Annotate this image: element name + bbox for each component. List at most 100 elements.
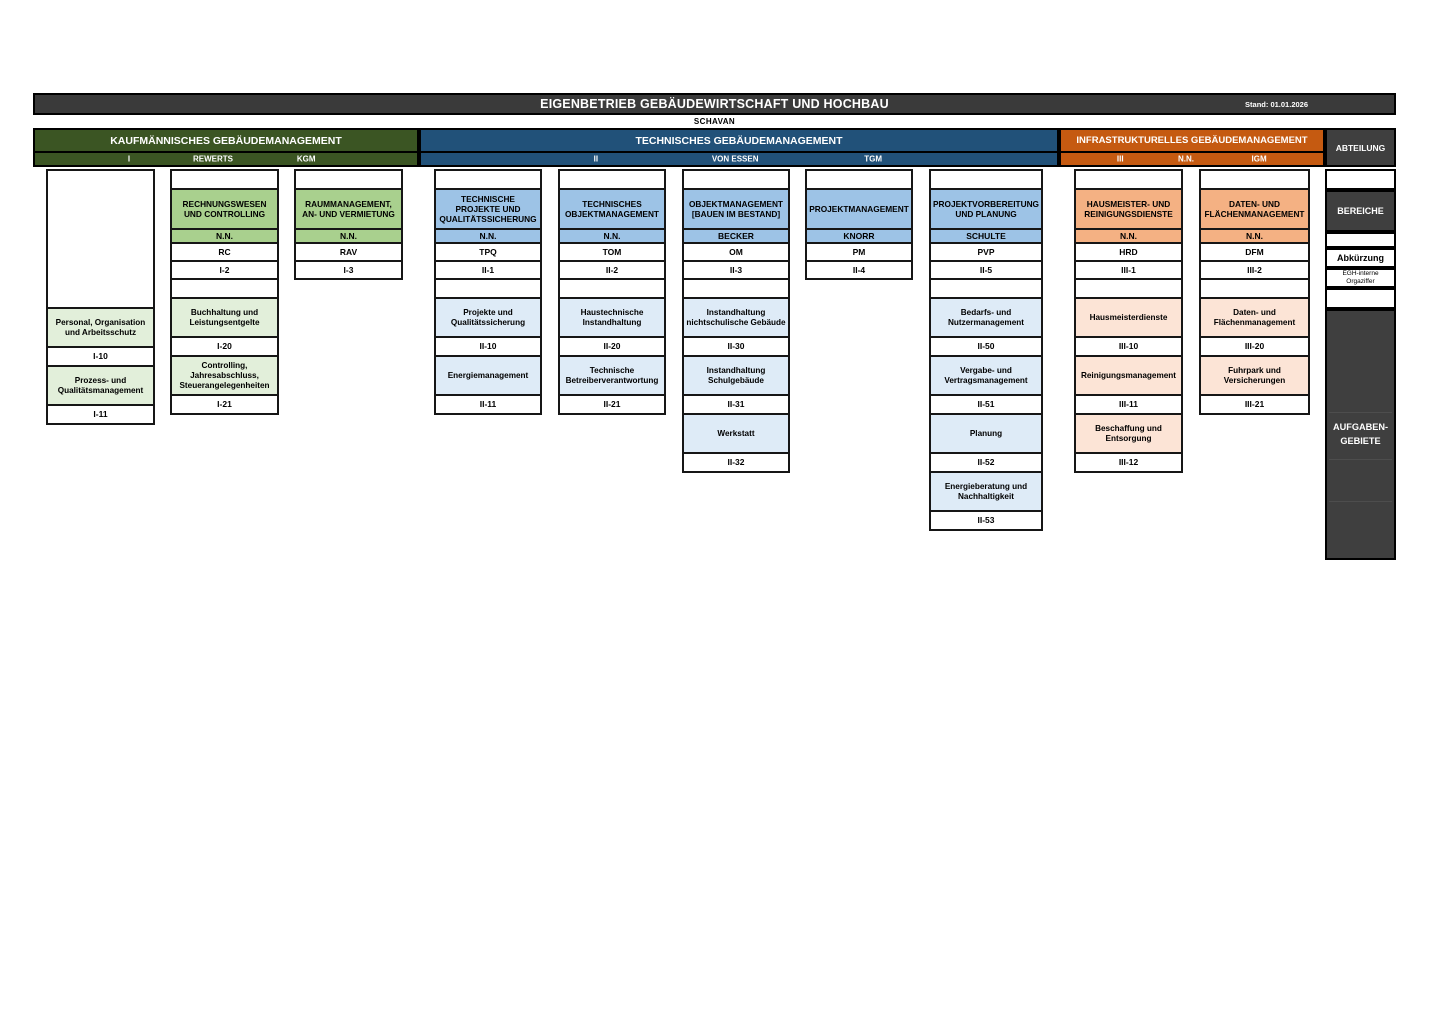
task-box: Vergabe- und Vertragsmanagement	[929, 355, 1043, 396]
abbr-box: PVP	[929, 242, 1043, 262]
dept-title-box: TECHNISCHES OBJEKTMANAGEMENT	[558, 188, 666, 230]
task-box: Prozess- und Qualitätsmanagement	[46, 365, 155, 406]
empty-box	[1199, 169, 1310, 190]
legend-abteilung: ABTEILUNG	[1325, 128, 1396, 167]
task-box: Haustechnische Instandhaltung	[558, 297, 666, 338]
task-box: Instandhaltung nichtschulische Gebäude	[682, 297, 790, 338]
section-sub-label: IGM	[1251, 154, 1267, 164]
org-code-box: II-2	[558, 260, 666, 280]
legend-spacer	[1325, 232, 1396, 248]
dept-title-box: RAUMMANAGEMENT, AN- UND VERMIETUNG	[294, 188, 403, 230]
task-box: Werkstatt	[682, 413, 790, 454]
spacer-box	[1199, 278, 1310, 299]
task-code-box: II-30	[682, 336, 790, 357]
section-sub-label: N.N.	[1177, 154, 1194, 164]
title-bar: EIGENBETRIEB GEBÄUDEWIRTSCHAFT UND HOCHB…	[33, 93, 1396, 115]
empty-box	[805, 169, 913, 190]
task-box: Reinigungsmanagement	[1074, 355, 1183, 396]
task-code-box: II-10	[434, 336, 542, 357]
task-code-box: II-51	[929, 394, 1043, 415]
legend-divider	[1329, 501, 1392, 502]
legend-abkuerzung: Abkürzung	[1325, 248, 1396, 268]
legend-orgaziffer: EGH-interne Orgaziffer	[1325, 268, 1396, 288]
task-box: Energieberatung und Nachhaltigkeit	[929, 471, 1043, 512]
task-code-box: II-31	[682, 394, 790, 415]
task-code-box: III-21	[1199, 394, 1310, 415]
abbr-box: RAV	[294, 242, 403, 262]
spacer-box	[558, 278, 666, 299]
org-code-box: II-1	[434, 260, 542, 280]
section-sub-label: I	[127, 154, 131, 164]
task-box: Planung	[929, 413, 1043, 454]
empty-box	[929, 169, 1043, 190]
task-box: Beschaffung und Entsorgung	[1074, 413, 1183, 454]
empty-box	[170, 169, 279, 190]
task-code-box: III-10	[1074, 336, 1183, 357]
org-code-box: II-4	[805, 260, 913, 280]
org-column: OBJEKTMANAGEMENT [BAUEN IM BESTAND]BECKE…	[682, 169, 790, 473]
legend-divider	[1329, 412, 1392, 413]
section-sub-label: VON ESSEN	[711, 154, 759, 164]
task-box: Instandhaltung Schulgebäude	[682, 355, 790, 396]
page-title: EIGENBETRIEB GEBÄUDEWIRTSCHAFT UND HOCHB…	[540, 97, 889, 111]
task-box: Personal, Organisation und Arbeitsschutz	[46, 307, 155, 348]
task-code-box: II-21	[558, 394, 666, 415]
abbr-box: PM	[805, 242, 913, 262]
task-code-box: I-21	[170, 394, 279, 415]
task-code-box: I-11	[46, 404, 155, 425]
org-code-box: I-3	[294, 260, 403, 280]
task-code-box: II-11	[434, 394, 542, 415]
section-sub-label: REWERTS	[193, 154, 233, 164]
org-code-box: I-2	[170, 260, 279, 280]
org-code-box: III-1	[1074, 260, 1183, 280]
section-sub-label: II	[593, 154, 599, 164]
legend-aufgaben-label: AUFGABEN-GEBIETE	[1332, 421, 1389, 446]
org-column: Personal, Organisation und Arbeitsschutz…	[46, 169, 155, 425]
task-code-box: II-32	[682, 452, 790, 473]
spacer-box	[682, 278, 790, 299]
task-code-box: III-11	[1074, 394, 1183, 415]
abbr-box: RC	[170, 242, 279, 262]
task-box: Technische Betreiberverantwortung	[558, 355, 666, 396]
abbr-box: DFM	[1199, 242, 1310, 262]
org-code-box: III-2	[1199, 260, 1310, 280]
task-code-box: II-53	[929, 510, 1043, 531]
empty-box	[434, 169, 542, 190]
task-box: Fuhrpark und Versicherungen	[1199, 355, 1310, 396]
task-code-box: I-10	[46, 346, 155, 367]
task-box: Bedarfs- und Nutzermanagement	[929, 297, 1043, 338]
empty-box	[558, 169, 666, 190]
task-box: Buchhaltung und Leistungsentgelte	[170, 297, 279, 338]
legend-divider	[1329, 459, 1392, 460]
abbr-box: HRD	[1074, 242, 1183, 262]
spacer-box	[434, 278, 542, 299]
dept-title-box: TECHNISCHE PROJEKTE UND QUALITÄTSSICHERU…	[434, 188, 542, 230]
org-code-box: II-3	[682, 260, 790, 280]
task-code-box: III-20	[1199, 336, 1310, 357]
section-header: INFRASTRUKTURELLES GEBÄUDEMANAGEMENT	[1059, 128, 1325, 153]
section-header: TECHNISCHES GEBÄUDEMANAGEMENT	[419, 128, 1059, 153]
stand-date-label: Stand: 01.01.2026	[1245, 99, 1308, 109]
section-subheader: II VON ESSEN TGM	[419, 151, 1059, 167]
task-box: Energiemanagement	[434, 355, 542, 396]
dept-title-box: OBJEKTMANAGEMENT [BAUEN IM BESTAND]	[682, 188, 790, 230]
dept-title-box: RECHNUNGSWESEN UND CONTROLLING	[170, 188, 279, 230]
section-sub-label: TGM	[864, 154, 883, 164]
section-sub-label: III	[1116, 154, 1124, 164]
abbr-box: TOM	[558, 242, 666, 262]
task-code-box: II-20	[558, 336, 666, 357]
task-box: Hausmeisterdienste	[1074, 297, 1183, 338]
dept-title-box: PROJEKTVORBEREITUNG UND PLANUNG	[929, 188, 1043, 230]
dept-title-box: DATEN- UND FLÄCHENMANAGEMENT	[1199, 188, 1310, 230]
task-box: Daten- und Flächenmanagement	[1199, 297, 1310, 338]
task-code-box: I-20	[170, 336, 279, 357]
empty-box	[682, 169, 790, 190]
spacer-box	[170, 278, 279, 299]
task-code-box: II-50	[929, 336, 1043, 357]
section-header: KAUFMÄNNISCHES GEBÄUDEMANAGEMENT	[33, 128, 419, 153]
